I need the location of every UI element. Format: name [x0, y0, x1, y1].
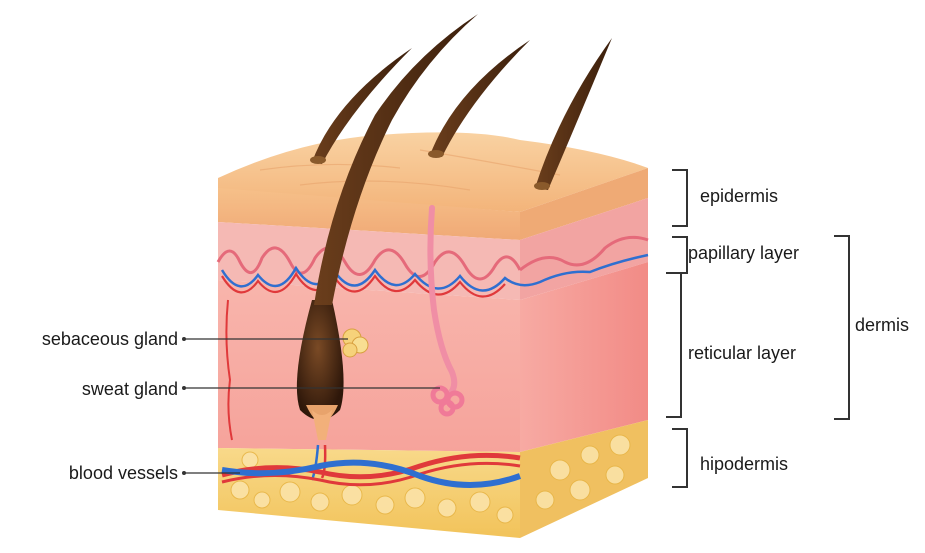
bracket-dermis [834, 235, 850, 420]
label-hipodermis: hipodermis [700, 454, 788, 474]
bracket-papillary [672, 236, 688, 274]
label-reticular-layer: reticular layer [688, 343, 796, 363]
bracket-hipodermis [672, 428, 688, 488]
reticular-layer [218, 280, 520, 452]
label-blood-vessels: blood vessels [10, 463, 178, 483]
label-papillary-layer: papillary layer [688, 243, 799, 263]
label-sebaceous-gland: sebaceous gland [10, 329, 178, 349]
bracket-epidermis [672, 169, 688, 227]
label-sweat-gland: sweat gland [10, 379, 178, 399]
bracket-reticular [666, 272, 682, 418]
label-epidermis: epidermis [700, 186, 778, 206]
label-dermis: dermis [855, 315, 909, 335]
